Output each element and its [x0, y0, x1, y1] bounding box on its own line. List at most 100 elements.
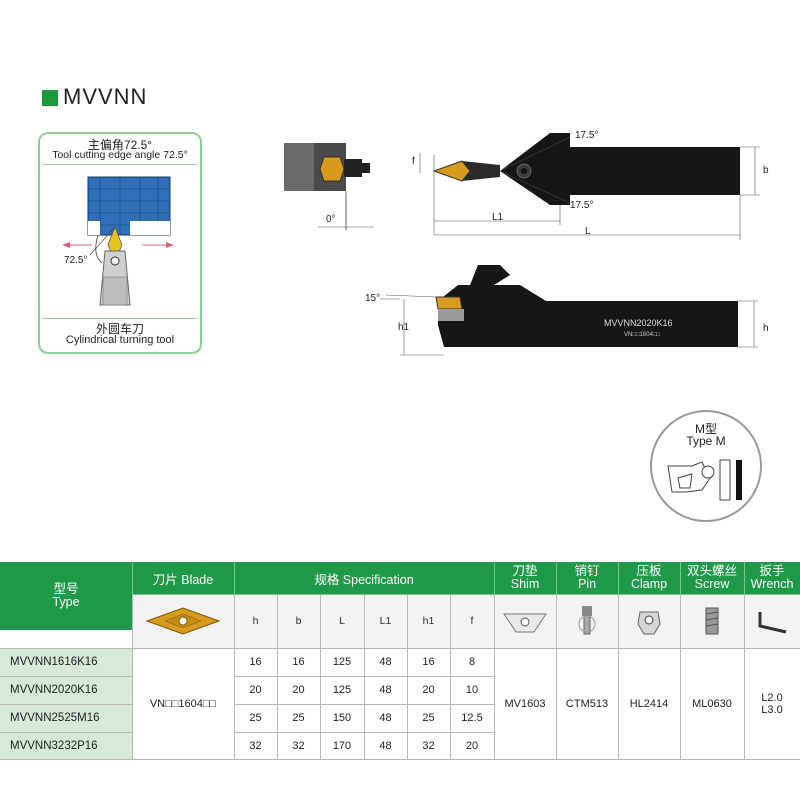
- shim-image-cell: [494, 594, 556, 648]
- dim-b-label: b: [763, 165, 769, 176]
- grid-line: [618, 594, 619, 760]
- spec-col-header: h1: [407, 594, 450, 648]
- table-cell: 8: [468, 656, 476, 668]
- grid-line: [0, 759, 800, 760]
- card-divider: [42, 318, 198, 319]
- pin-image-cell: [556, 594, 618, 648]
- table-cell: 150: [332, 712, 352, 724]
- dim-l-label: L: [585, 226, 591, 237]
- table-row-type: MVVNN3232P16: [0, 732, 132, 760]
- table-row-type: MVVNN2525M16: [0, 704, 132, 732]
- dim-f-label: f: [412, 156, 415, 167]
- table-cell: 25: [292, 712, 305, 724]
- dim-l1-label: L1: [492, 212, 504, 223]
- table-cell: 12.5: [461, 712, 483, 724]
- grid-line: [234, 704, 494, 705]
- screw-value-cell: ML0630: [692, 698, 732, 710]
- angle-bottom-label: 17.5°: [570, 200, 594, 211]
- grid-line: [234, 732, 494, 733]
- clamp-image-cell: [618, 594, 680, 648]
- table-cell: 32: [422, 740, 435, 752]
- card-subtitle-cn: 外圆车刀: [95, 322, 144, 336]
- holder-marking-small: VN□□1604□□: [624, 332, 661, 338]
- blade-image-cell: [132, 594, 234, 648]
- front-view-diagram: [284, 143, 374, 230]
- grid-line: [0, 732, 132, 733]
- table-row-type: MVVNN2020K16: [0, 676, 132, 704]
- wrench-value-cell: L2.0 L3.0: [761, 692, 783, 716]
- card-title-cn: 主偏角72.5°: [87, 138, 153, 152]
- grid-line: [0, 648, 800, 649]
- grid-line: [234, 676, 494, 677]
- grid-line: [277, 594, 278, 760]
- spec-col-header: L1: [364, 594, 407, 648]
- grid-line: [450, 594, 451, 760]
- type-m-en: Type M: [686, 434, 726, 448]
- cutting-angle-card: 主偏角72.5° Tool cutting edge angle 72.5° 7…: [38, 132, 202, 354]
- wrench-image-cell: [744, 594, 800, 648]
- grid-line: [494, 562, 495, 594]
- grid-line: [132, 562, 133, 594]
- type-m-badge: M型 Type M: [650, 410, 762, 522]
- col-type-header: 型号 Type: [0, 562, 132, 630]
- table-cell: 48: [379, 712, 392, 724]
- holder-body: [570, 147, 740, 195]
- angle-top-label: 17.5°: [575, 130, 599, 141]
- holder-marking: MVVNN2020K16: [604, 318, 673, 328]
- clamp-value-cell: HL2414: [629, 698, 669, 710]
- page-title: MVVNN: [63, 84, 148, 109]
- table-cell: 25: [249, 712, 262, 724]
- table-cell: 20: [292, 684, 305, 696]
- grid-line: [132, 594, 133, 760]
- table-cell: 16: [292, 656, 305, 668]
- card-subtitle-en: Cylindrical turning tool: [65, 334, 175, 346]
- angle-side-label: 15°: [365, 293, 381, 304]
- table-cell: 25: [422, 712, 435, 724]
- spec-col-header: L: [320, 594, 364, 648]
- dim-h-label: h: [763, 323, 769, 334]
- col-blade-header: 刀片 Blade: [132, 562, 234, 594]
- table-cell: 20: [249, 684, 262, 696]
- blade-value-cell: VN□□1604□□: [149, 698, 217, 710]
- top-view-diagram: [419, 133, 760, 240]
- title-marker: [42, 90, 58, 106]
- clamp-type-icon: [667, 459, 742, 501]
- screw-image-cell: [680, 594, 744, 648]
- pin-value-cell: CTM513: [565, 698, 609, 710]
- col-spec-header: 规格 Specification: [234, 562, 494, 594]
- grid-line: [494, 594, 495, 760]
- spec-col-header: b: [277, 594, 320, 648]
- type-m-cn: M型: [695, 422, 717, 436]
- spec-col-header: h: [234, 594, 277, 648]
- angle-zero-label: 0°: [326, 214, 336, 225]
- grid-line: [234, 562, 235, 594]
- table-row-type: MVVNN1616K16: [0, 648, 132, 676]
- grid-line: [132, 594, 800, 595]
- grid-line: [618, 562, 619, 594]
- table-cell: 125: [332, 684, 352, 696]
- grid-line: [744, 594, 745, 760]
- table-cell: 10: [465, 684, 479, 696]
- grid-line: [680, 562, 681, 594]
- grid-line: [556, 594, 557, 760]
- grid-line: [407, 594, 408, 760]
- table-cell: 16: [249, 656, 262, 668]
- table-cell: 48: [379, 684, 392, 696]
- spec-col-header: f: [450, 594, 494, 648]
- table-cell: 48: [379, 740, 392, 752]
- table-cell: 32: [292, 740, 305, 752]
- table-cell: 170: [332, 740, 352, 752]
- grid-line: [744, 562, 745, 594]
- shim-image: [503, 613, 547, 633]
- grid-line: [0, 676, 132, 677]
- grid-line: [320, 594, 321, 760]
- blade-insert-image: [145, 607, 221, 635]
- table-cell: 125: [332, 656, 352, 668]
- wrench-image: [758, 612, 787, 634]
